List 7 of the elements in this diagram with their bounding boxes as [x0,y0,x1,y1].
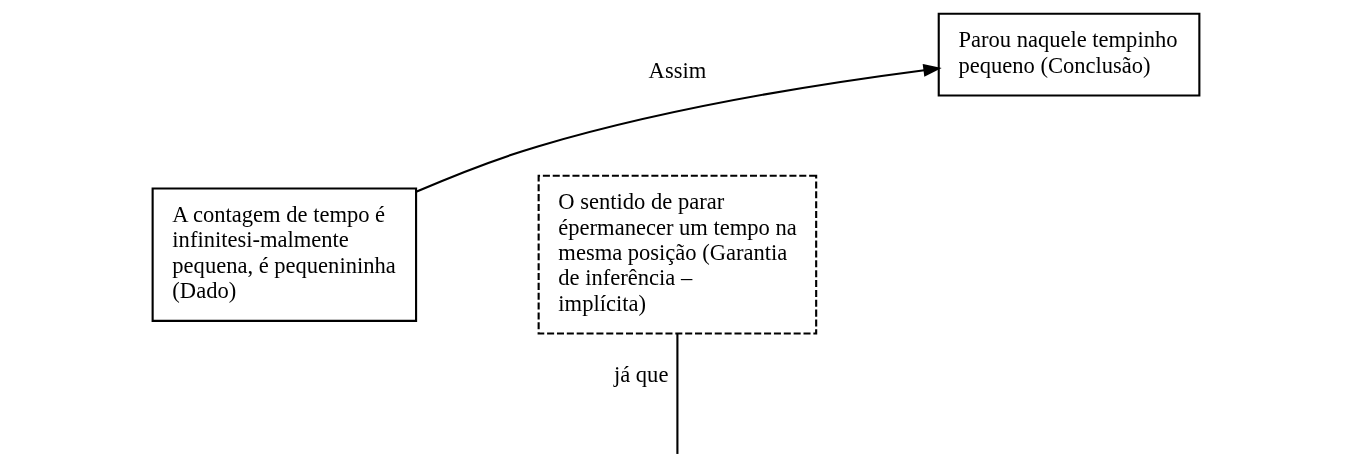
edge-label: já que [613,362,668,388]
node-box: Parou naquele tempinho pequeno (Conclusão) [937,12,1200,97]
edge-label: Assim [648,58,706,84]
node-box: O sentido de parar épermanecer um tempo na mesma posição (Garantia de inferência – implícita) [537,174,817,335]
arrow [415,63,942,193]
connector [675,333,678,454]
node-box: A contagem de tempo é infinitesi-malmente pequena, é pequenininha (Dado) [151,187,417,322]
